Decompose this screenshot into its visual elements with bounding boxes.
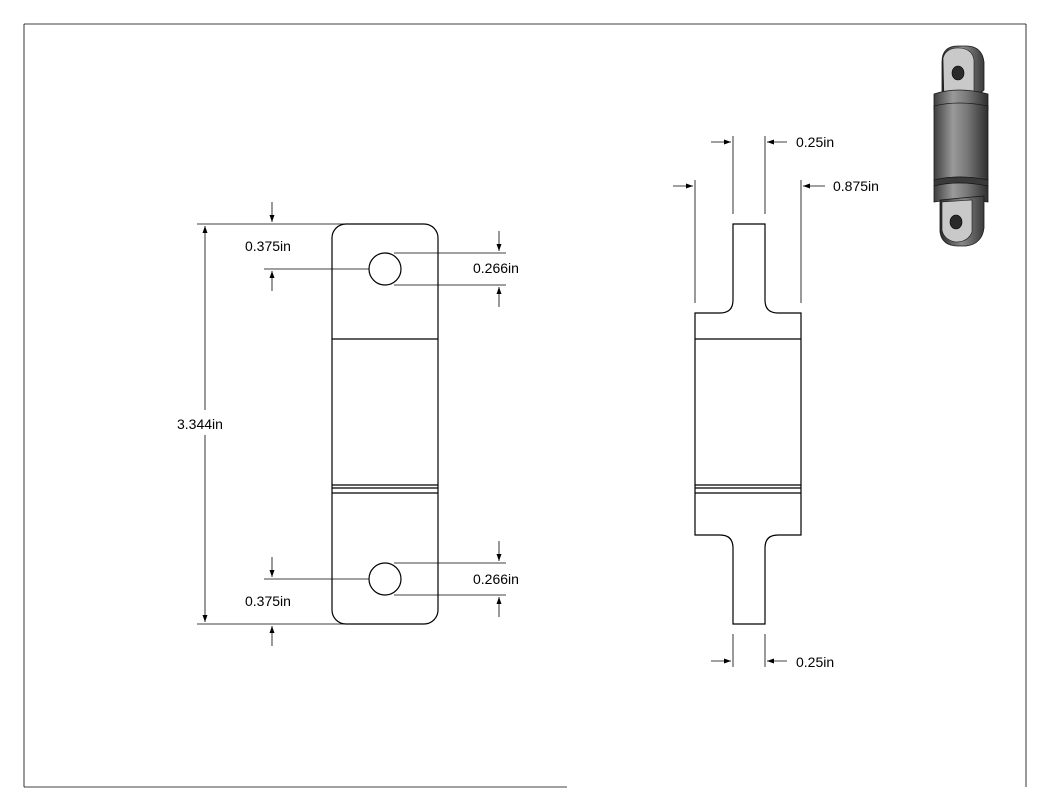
iso-cylinder-body — [933, 102, 989, 181]
iso-bottom-hole — [949, 214, 963, 230]
bottom-hole-dia-label: 0.266in — [473, 571, 519, 587]
bottom-tab-thickness-label: 0.25in — [796, 654, 834, 670]
overall-length-label: 3.344in — [177, 416, 223, 432]
iso-top-hole — [951, 65, 965, 81]
top-hole-dia-label: 0.266in — [473, 260, 519, 276]
drawing-border — [23, 23, 1027, 788]
front-top-hole — [368, 252, 402, 286]
side-view-outline — [694, 223, 802, 625]
side-view — [694, 223, 802, 625]
isometric-view — [933, 45, 989, 247]
front-dimensions: 3.344in 0.375in 0.266in 0.266in 0.375in — [177, 202, 519, 646]
front-view-outline — [331, 223, 439, 625]
body-width-label: 0.875in — [833, 178, 879, 194]
side-dimensions: 0.25in 0.875in 0.25in — [673, 134, 879, 670]
bottom-hole-offset-label: 0.375in — [245, 593, 291, 609]
front-view — [331, 223, 439, 625]
top-tab-thickness-label: 0.25in — [796, 134, 834, 150]
top-hole-offset-label: 0.375in — [245, 238, 291, 254]
front-bottom-hole — [368, 562, 402, 596]
